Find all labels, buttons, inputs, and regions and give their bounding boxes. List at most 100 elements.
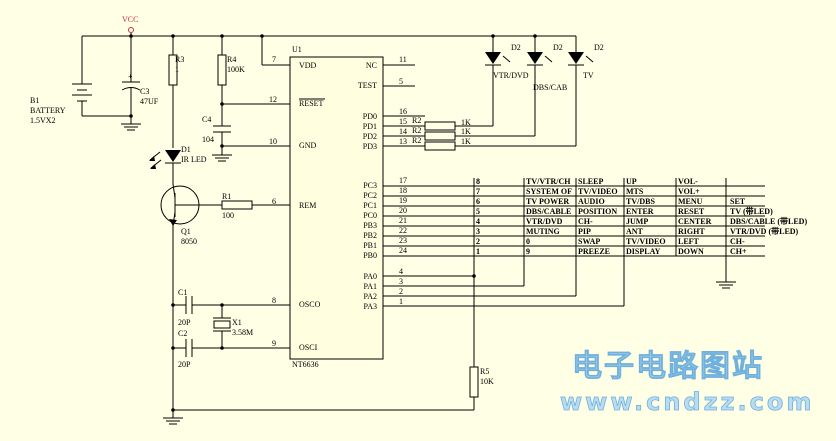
c2-value: 20P: [178, 360, 191, 369]
key-label: ENTER: [626, 207, 654, 216]
pin-name-nc: NC: [366, 61, 377, 70]
battery-b1: B1 BATTERY 1.5VX2: [30, 36, 131, 125]
capacitor-c1: C1 20P: [171, 288, 290, 327]
key-label: TV/VTR/CH: [526, 177, 571, 186]
pin-num-1: 1: [399, 297, 403, 306]
c2-ref: C2: [178, 329, 187, 338]
c3-value: 47UF: [140, 97, 159, 106]
pin-num-21: 21: [399, 216, 407, 225]
watermark: 电子电路图站 www.cndzz.com: [560, 349, 814, 417]
key-label: RIGHT: [678, 227, 705, 236]
key-label: 4: [476, 217, 480, 226]
pin-num-13: 13: [399, 137, 407, 146]
c3-ref: C3: [140, 87, 149, 96]
key-label: 0: [526, 237, 530, 246]
pin-name-pc2: PC2: [363, 191, 377, 200]
led-label-dbs-cab: DBS/CAB: [533, 83, 567, 92]
pin-num-3: 3: [399, 277, 403, 286]
key-label: DOWN: [678, 247, 704, 256]
pin-name-pd1: PD1: [363, 122, 377, 131]
svg-text:+: +: [128, 72, 133, 81]
pin-num-14: 14: [399, 127, 407, 136]
battery-value: 1.5VX2: [30, 116, 56, 125]
key-label: AUDIO: [578, 197, 605, 206]
battery-ref: B1: [30, 96, 39, 105]
pin-num-16: 16: [399, 107, 407, 116]
pin-name-pb1: PB1: [363, 241, 377, 250]
key-label: UP: [626, 177, 637, 186]
led-label-tv: TV: [583, 71, 594, 80]
key-label: TV POWER: [526, 197, 569, 206]
capacitor-c4: C4 104: [202, 115, 290, 162]
pin-name-osci: OSCI: [299, 343, 318, 352]
watermark-url: www.cndzz.com: [560, 388, 814, 416]
key-label: DBS/CABLE (带LED): [730, 216, 807, 226]
pin-name-osco: OSCO: [299, 300, 321, 309]
key-label: CENTER: [678, 217, 712, 226]
capacitor-c3: + C3 47UF: [121, 36, 159, 131]
pin-name-pa2: PA2: [364, 292, 378, 301]
key-label: SYSTEM OF: [526, 187, 572, 196]
transistor-q1: Q1 8050: [160, 183, 222, 410]
key-label: DBS/CABLE: [526, 207, 571, 216]
pin-num-10: 10: [269, 137, 277, 146]
d2b-ref: D2: [553, 43, 563, 52]
pin-num-19: 19: [399, 196, 407, 205]
r5-value: 10K: [480, 377, 494, 386]
r2b-value: 1K: [461, 127, 471, 136]
key-label: SLEEP: [578, 177, 603, 186]
d1-ref: D1: [181, 145, 191, 154]
pin-name-reset: RESET: [299, 99, 324, 108]
pin-name-test: TEST: [358, 81, 377, 90]
key-label: MENU: [678, 197, 703, 206]
r4-ref: R4: [227, 55, 236, 64]
led-label-vtr-dvd: VTR/DVD: [493, 71, 529, 80]
pin-num-7: 7: [272, 55, 276, 64]
key-label: SWAP: [578, 237, 600, 246]
key-label: TV/VIDEO: [626, 237, 666, 246]
pin-num-8: 8: [272, 296, 276, 305]
ic-ref: U1: [292, 45, 302, 54]
ic-body: [289, 56, 384, 360]
pin-num-15: 15: [399, 117, 407, 126]
vcc-rail: VCC: [82, 15, 576, 66]
led-resistors: R2 R2 R2 1K 1K 1K: [383, 65, 577, 151]
pin-num-12: 12: [269, 95, 277, 104]
q1-value: 8050: [181, 237, 197, 246]
key-matrix: [383, 178, 765, 307]
key-labels-col2: SLEEP TV/VIDEO AUDIO POSITION CH- PIP SW…: [578, 177, 618, 256]
key-labels-col5: SET TV (带LED) DBS/CABLE (带LED) VTR/DVD (…: [730, 197, 807, 256]
key-label: LEFT: [678, 237, 700, 246]
key-label: RESET: [678, 207, 705, 216]
pin-num-18: 18: [399, 186, 407, 195]
key-labels-col1: TV/VTR/CH SYSTEM OF TV POWER DBS/CABLE V…: [526, 177, 572, 256]
pin-name-pa1: PA1: [364, 282, 378, 291]
resistor-r3: R3 1: [168, 36, 184, 148]
key-label: MUTING: [526, 227, 560, 236]
key-labels-col0: 8 7 6 5 4 3 2 1: [476, 177, 480, 256]
pin-name-pc3: PC3: [363, 181, 377, 190]
key-label: 8: [476, 177, 480, 186]
pin-num-4: 4: [399, 267, 403, 276]
pin-num-5: 5: [399, 77, 403, 86]
d1-value: IR LED: [181, 155, 207, 164]
x1-value: 3.58M: [232, 328, 253, 337]
pin-name-pb3: PB3: [363, 221, 377, 230]
key-label: PREEZE: [578, 247, 610, 256]
key-label: MTS: [626, 187, 644, 196]
status-leds: D2 D2 D2 VTR/DVD DBS/CAB TV: [485, 36, 604, 92]
key-label: SET: [730, 197, 746, 206]
key-label: POSITION: [578, 207, 617, 216]
r3-ref: R3: [175, 55, 184, 64]
c1-ref: C1: [178, 288, 187, 297]
pin-num-23: 23: [399, 236, 407, 245]
pin-name-vdd: VDD: [299, 61, 317, 70]
crystal-x1: X1 3.58M: [213, 303, 253, 350]
pin-num-17: 17: [399, 176, 407, 185]
r1-value: 100: [222, 211, 234, 220]
key-label: CH-: [578, 217, 593, 226]
key-label: 3: [476, 227, 480, 236]
key-label: 6: [476, 197, 480, 206]
c4-ref: C4: [202, 115, 211, 124]
